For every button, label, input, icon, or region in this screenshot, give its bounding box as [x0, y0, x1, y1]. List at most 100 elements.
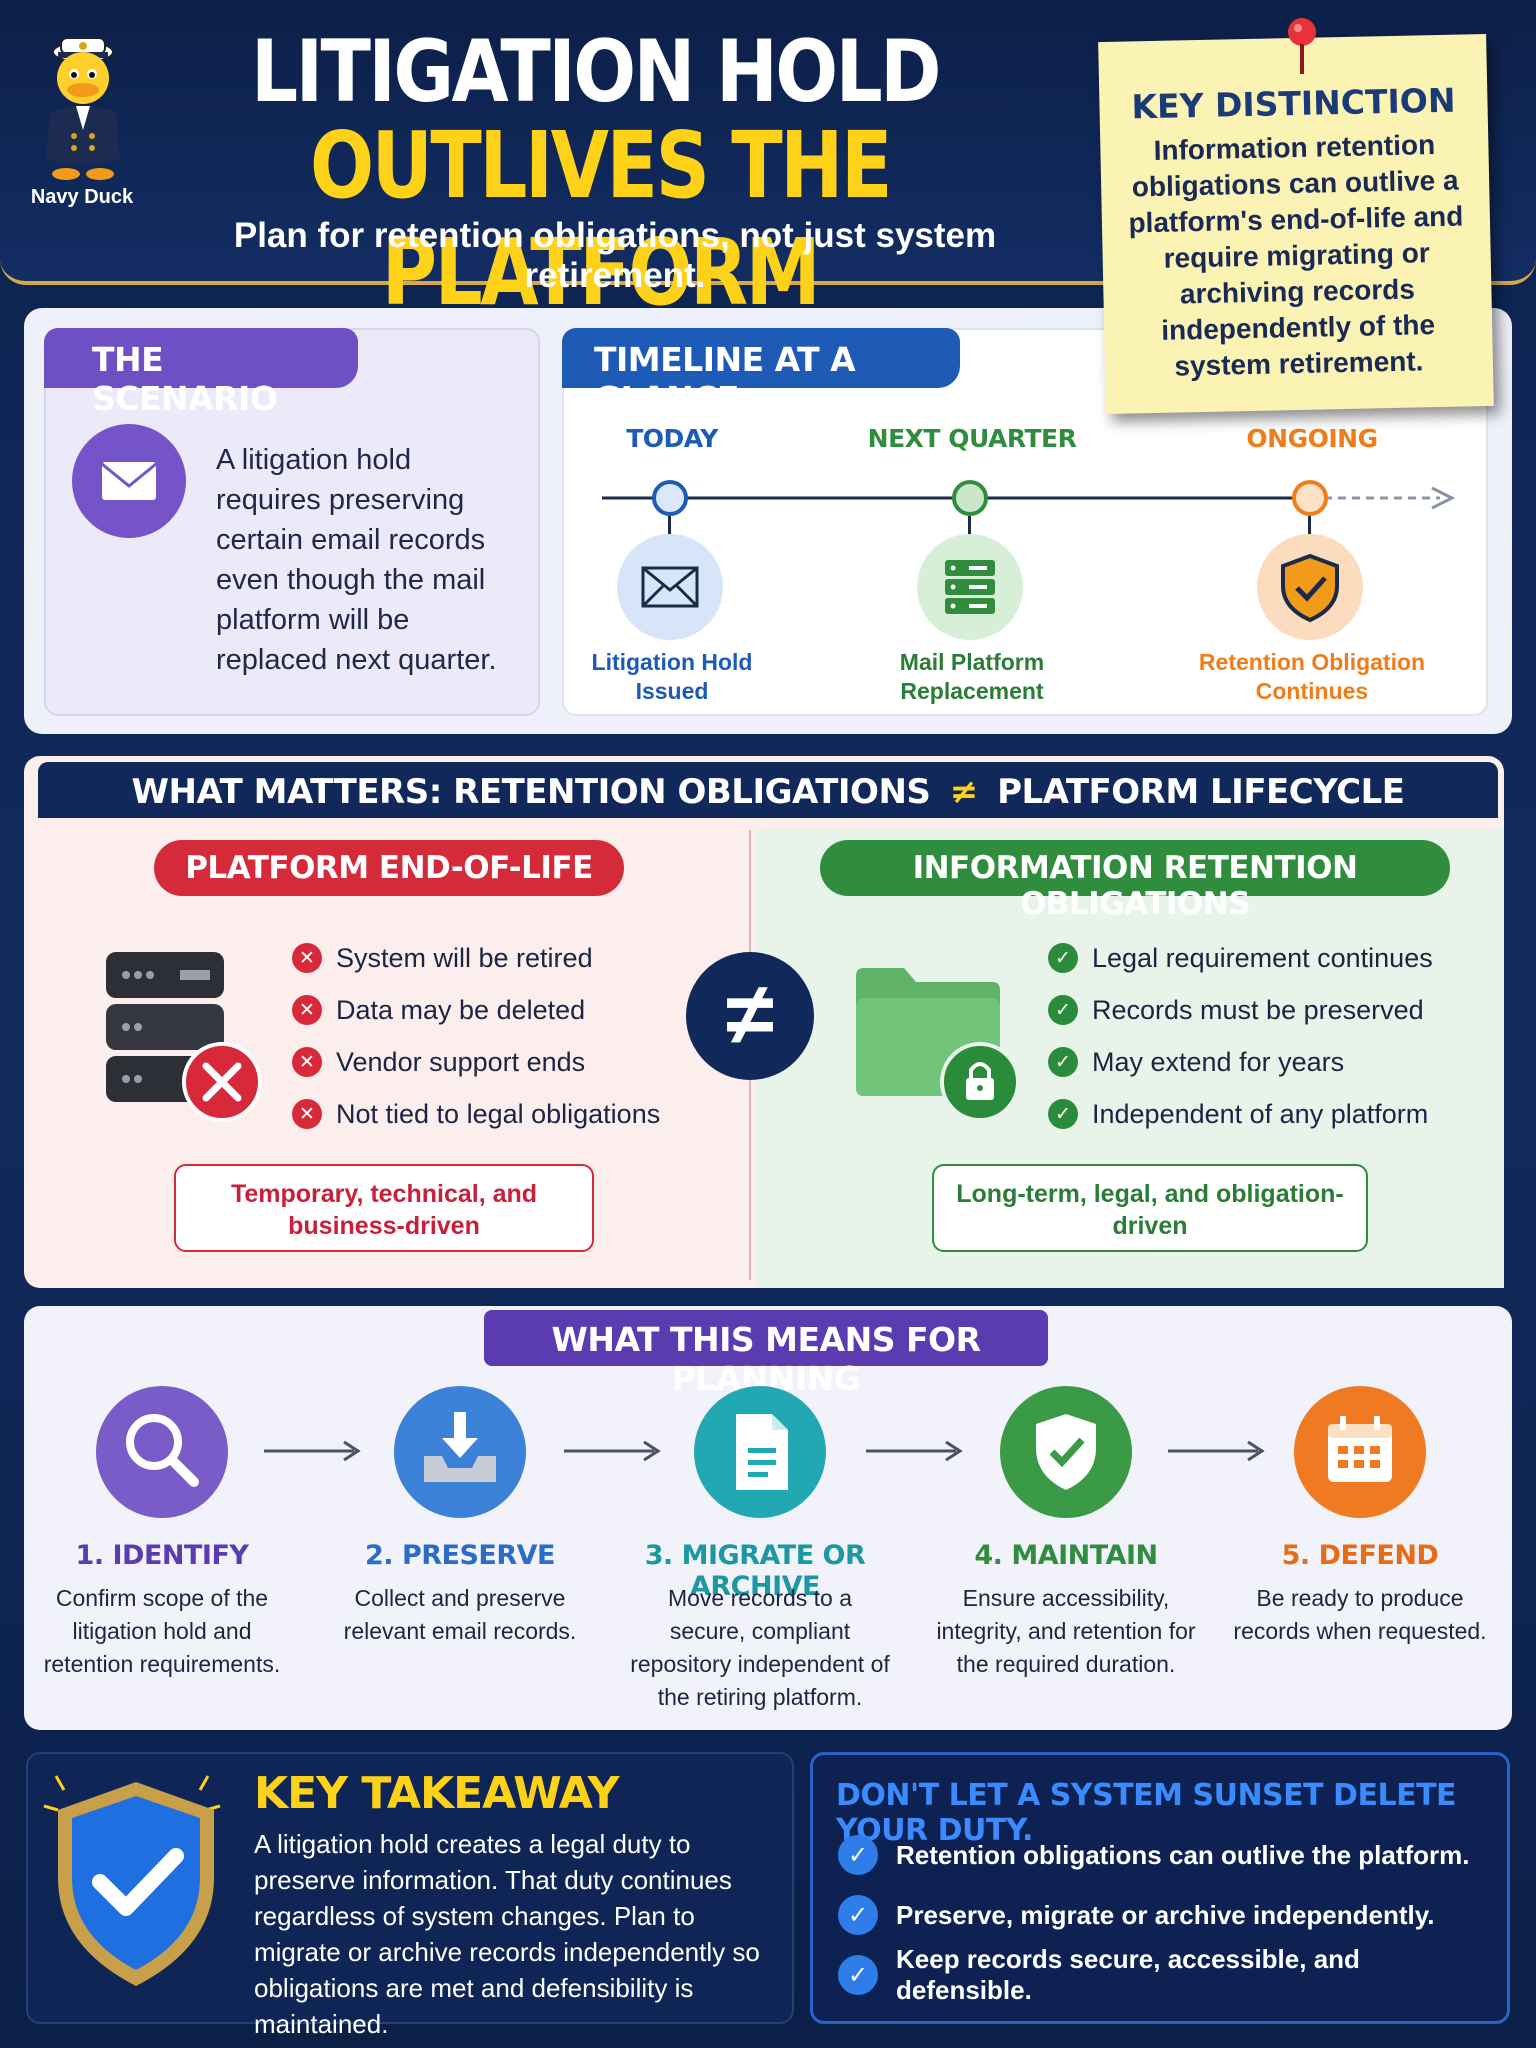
- locked-folder-icon: [856, 968, 1020, 1122]
- list-item-text: Keep records secure, accessible, and def…: [896, 1944, 1360, 2005]
- step-desc-preserve: Collect and preserve relevant email reco…: [343, 1585, 577, 1644]
- step-title-preserve: 2. PRESERVE: [365, 1540, 556, 1571]
- list-item: ✓ Keep records secure, accessible, and de…: [838, 1944, 1478, 2005]
- timeline-dot-next-quarter: [952, 480, 988, 516]
- list-item: ✓ Retention obligations can outlive the p…: [838, 1832, 1478, 1878]
- x-circle-icon: ✕: [292, 995, 322, 1025]
- not-equal-icon: ≠: [686, 952, 814, 1080]
- what-matters-left-text: WHAT MATTERS: RETENTION OBLIGATIONS: [131, 772, 931, 812]
- not-equal-symbol: ≠: [949, 772, 979, 812]
- timeline-stem: [968, 516, 971, 538]
- timeline-stem: [1308, 516, 1311, 538]
- navy-duck-mascot-icon: [46, 37, 120, 180]
- document-icon: [694, 1386, 826, 1518]
- envelope-icon: [617, 534, 723, 640]
- timeline-line: [602, 486, 1456, 510]
- duty-title: DON'T LET A SYSTEM SUNSET DELETE YOUR DU…: [836, 1778, 1457, 1848]
- check-circle-icon: ✓: [1048, 943, 1078, 973]
- list-item: ✓ Legal requirement continues: [1048, 938, 1468, 978]
- key-distinction-title: KEY DISTINCTION: [1131, 80, 1456, 127]
- mascot-label: Navy Duck: [30, 186, 134, 208]
- step-title-migrate: 3. MIGRATE OR ARCHIVE: [644, 1540, 866, 1602]
- scenario-text: A litigation hold requires preserving ce…: [216, 444, 497, 676]
- key-takeaway-text: A litigation hold creates a legal duty t…: [254, 1829, 760, 2039]
- arrow-right-icon: [564, 1440, 661, 1462]
- retention-obligations-title: INFORMATION RETENTION OBLIGATIONS: [820, 840, 1450, 922]
- arrow-right-icon: [264, 1440, 361, 1462]
- retention-summary-note: Long-term, legal, and obligation-driven: [932, 1164, 1368, 1252]
- magnifier-icon: [96, 1386, 228, 1518]
- shield-check-icon: [1000, 1386, 1132, 1518]
- timeline-dot-today: [652, 480, 688, 516]
- duty-card: [810, 1752, 1510, 2024]
- timeline-label-next-quarter: NEXT QUARTER: [867, 424, 1077, 453]
- download-tray-icon: [394, 1386, 526, 1518]
- arrow-right-icon: [866, 1440, 963, 1462]
- list-item-text: System will be retired: [336, 942, 593, 973]
- list-item: ✓ Independent of any platform: [1048, 1094, 1468, 1134]
- list-item-text: Independent of any platform: [1092, 1098, 1429, 1129]
- platform-eol-title: PLATFORM END-OF-LIFE: [154, 840, 624, 896]
- envelope-icon: [72, 424, 186, 538]
- x-circle-icon: ✕: [292, 943, 322, 973]
- calendar-icon: [1294, 1386, 1426, 1518]
- list-item-text: Preserve, migrate or archive independent…: [896, 1899, 1435, 1930]
- x-circle-icon: ✕: [292, 1099, 322, 1129]
- key-distinction-note: KEY DISTINCTION Information retention ob…: [1098, 33, 1494, 415]
- timeline-tab: TIMELINE AT A GLANCE: [562, 328, 960, 418]
- scenario-tab: THE SCENARIO: [44, 328, 358, 418]
- list-item-text: Legal requirement continues: [1092, 942, 1433, 973]
- what-matters-header: WHAT MATTERS: RETENTION OBLIGATIONS ≠ PL…: [38, 762, 1498, 818]
- list-item-text: Retention obligations can outlive the pl…: [896, 1839, 1470, 1870]
- check-circle-icon: ✓: [838, 1895, 878, 1935]
- list-item-text: Data may be deleted: [336, 994, 586, 1025]
- timeline-dot-ongoing: [1292, 480, 1328, 516]
- retention-list: ✓ Legal requirement continues ✓ Records mu…: [1048, 938, 1468, 1134]
- list-item-text: May extend for years: [1092, 1046, 1345, 1077]
- server-retired-icon: [106, 952, 262, 1122]
- shield-check-icon: [1257, 534, 1363, 640]
- list-item: ✕ Not tied to legal obligations: [292, 1094, 672, 1134]
- check-circle-icon: ✓: [1048, 995, 1078, 1025]
- list-item: ✓ May extend for years: [1048, 1042, 1468, 1082]
- key-takeaway-title: KEY TAKEAWAY: [254, 1768, 619, 1819]
- check-circle-icon: ✓: [1048, 1047, 1078, 1077]
- check-circle-icon: ✓: [1048, 1099, 1078, 1129]
- timeline-caption-ongoing: Retention Obligation Continues: [1198, 649, 1426, 704]
- shield-check-icon: [43, 1775, 221, 1986]
- timeline-caption-next-quarter: Mail Platform Replacement: [899, 649, 1045, 704]
- step-desc-defend: Be ready to produce records when request…: [1233, 1585, 1487, 1644]
- arrow-right-icon: [1168, 1440, 1265, 1462]
- step-desc-maintain: Ensure accessibility, integrity, and ret…: [936, 1585, 1196, 1677]
- page-subtitle: Plan for retention obligations, not just…: [233, 216, 997, 295]
- list-item: ✕ System will be retired: [292, 938, 672, 978]
- list-item: ✕ Vendor support ends: [292, 1042, 672, 1082]
- timeline-label-ongoing: ONGOING: [1246, 424, 1378, 453]
- list-item-text: Not tied to legal obligations: [336, 1098, 661, 1129]
- check-circle-icon: ✓: [838, 1955, 878, 1995]
- timeline-label-today: TODAY: [626, 424, 718, 453]
- duty-list: ✓ Retention obligations can outlive the p…: [838, 1832, 1478, 2005]
- step-desc-identify: Confirm scope of the litigation hold and…: [43, 1585, 281, 1677]
- step-title-identify: 1. IDENTIFY: [75, 1540, 249, 1571]
- step-desc-migrate: Move records to a secure, compliant repo…: [630, 1585, 890, 1710]
- timeline-caption-today: Litigation Hold Issued: [591, 649, 753, 704]
- eol-list: ✕ System will be retired ✕ Data may be del…: [292, 938, 672, 1134]
- key-distinction-body: Information retention obligations can ou…: [1128, 129, 1464, 382]
- list-item: ✕ Data may be deleted: [292, 990, 672, 1030]
- list-item-text: Vendor support ends: [336, 1046, 586, 1077]
- step-title-defend: 5. DEFEND: [1281, 1540, 1439, 1571]
- server-icon: [917, 534, 1023, 640]
- list-item: ✓ Records must be preserved: [1048, 990, 1468, 1030]
- check-circle-icon: ✓: [838, 1835, 878, 1875]
- planning-title: WHAT THIS MEANS FOR PLANNING: [484, 1310, 1048, 1398]
- planning-panel: [24, 1306, 1512, 1730]
- list-item-text: Records must be preserved: [1092, 994, 1424, 1025]
- x-circle-icon: ✕: [292, 1047, 322, 1077]
- what-matters-right-text: PLATFORM LIFECYCLE: [997, 772, 1405, 812]
- step-title-maintain: 4. MAINTAIN: [974, 1540, 1158, 1571]
- push-pin-icon: [1288, 18, 1316, 74]
- eol-summary-note: Temporary, technical, and business-drive…: [174, 1164, 594, 1252]
- timeline-stem: [668, 516, 671, 538]
- page-title-line1: LITIGATION HOLD: [251, 22, 941, 122]
